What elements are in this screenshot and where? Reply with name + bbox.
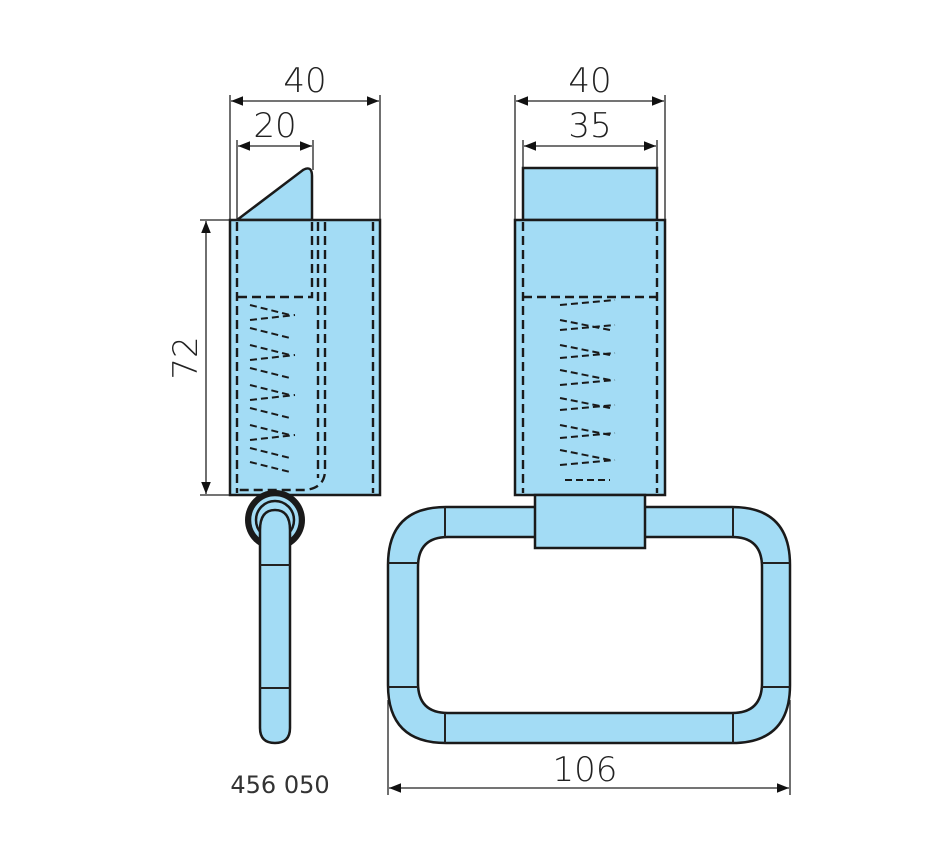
- front-view: 40 35 106: [386, 61, 792, 795]
- side-wedge: [233, 167, 314, 222]
- side-spring: [249, 304, 296, 473]
- dim-front-width: 40: [568, 61, 611, 101]
- dim-side-width: 40: [283, 61, 326, 101]
- part-number: 456 050: [230, 771, 329, 799]
- dim-side-upper: 20: [253, 106, 296, 146]
- front-spring: [559, 299, 616, 481]
- front-body: [513, 218, 667, 497]
- dim-side-height: 72: [166, 336, 206, 379]
- towel-ring-front: [386, 505, 792, 745]
- front-connector: [533, 493, 647, 550]
- front-cap: [521, 166, 659, 222]
- side-view: 40 20 72: [166, 61, 382, 745]
- towel-ring-side: [245, 490, 305, 745]
- dim-ring-width: 106: [553, 750, 618, 790]
- dim-front-cap: 35: [568, 106, 611, 146]
- side-body: [228, 218, 382, 497]
